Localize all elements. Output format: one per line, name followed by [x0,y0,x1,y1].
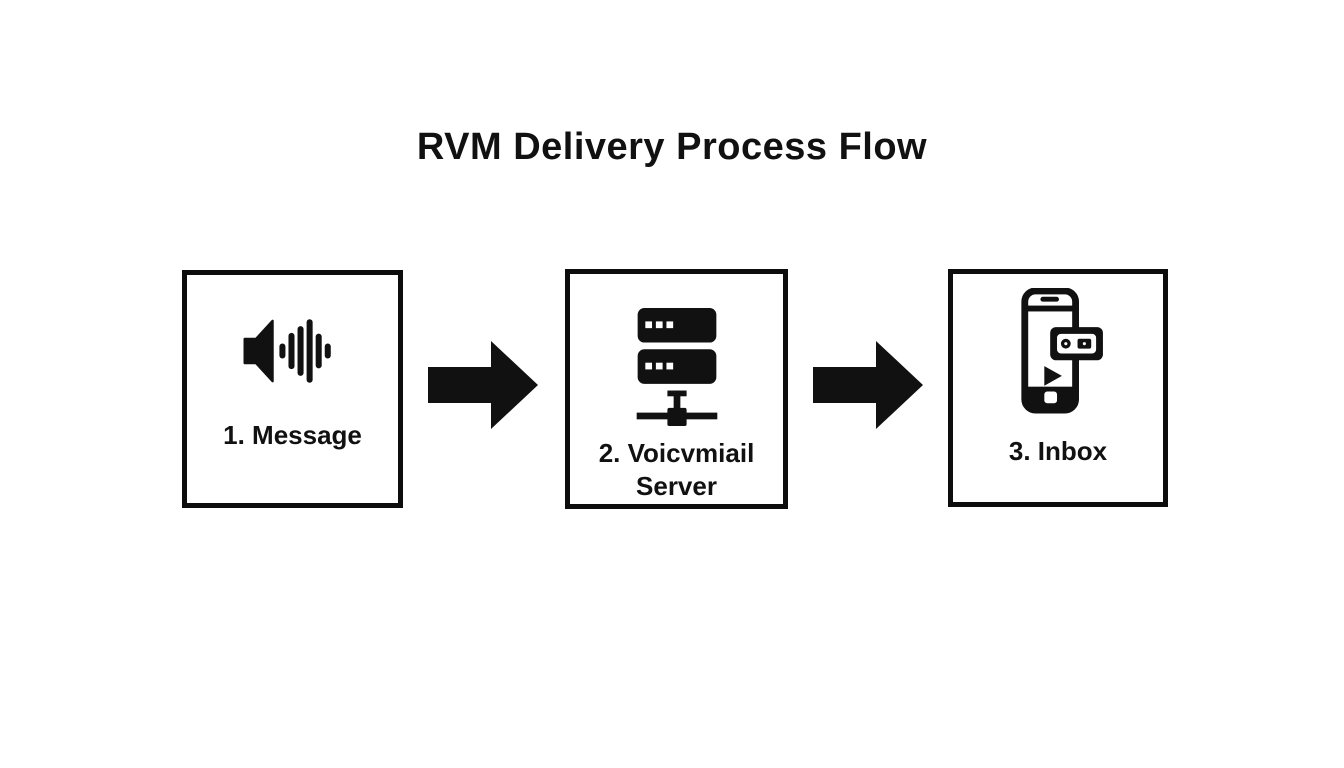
flow-arrow-2 [813,339,925,436]
server-network-icon [629,304,725,431]
step-label-message: 1. Message [223,420,362,450]
smartphone-voicemail-icon [1009,288,1107,415]
step-box-voicemail-server: 2. Voicvmiail Server [565,269,788,509]
step-box-message: 1. Message [182,270,403,508]
speaker-waveform-icon [243,317,343,385]
step-label-inbox: 3. Inbox [1008,436,1108,466]
step-box-inbox: 3. Inbox [948,269,1168,507]
flow-arrow-1 [428,339,540,436]
step-label-voicemail-server: 2. Voicvmiail Server [598,438,755,502]
diagram-title: RVM Delivery Process Flow [416,126,928,168]
